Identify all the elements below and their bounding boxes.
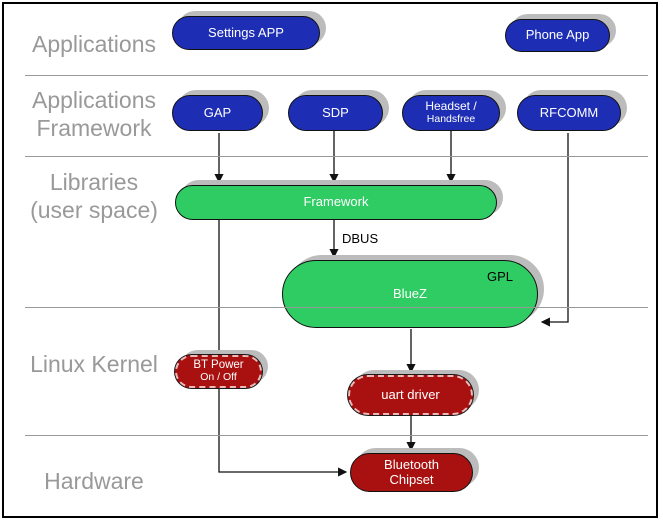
node-uart-driver: uart driver	[348, 375, 473, 415]
node-phone-app: Phone App	[505, 19, 610, 52]
node-framework: Framework	[175, 185, 497, 220]
layer-label-applications: Applications	[31, 31, 157, 57]
layer-label-linux-kernel: Linux Kernel	[30, 351, 158, 377]
node-bt-power: BT Power On / Off	[175, 355, 262, 388]
gpl-badge: GPL	[486, 269, 513, 284]
layer-label-hardware: Hardware	[44, 468, 144, 494]
edge-rfcomm-bluez	[540, 133, 569, 327]
layer-label-applications-framework: Applications Framework	[31, 87, 157, 141]
edge-framework-chipset	[218, 220, 348, 477]
layer-label-libraries-user-space: Libraries (user space)	[30, 169, 158, 223]
node-sdp: SDP	[288, 95, 383, 131]
node-gap: GAP	[172, 95, 263, 131]
node-rfcomm: RFCOMM	[517, 95, 621, 131]
node-bluetooth-chipset: Bluetooth Chipset	[350, 453, 473, 492]
node-bluez: BlueZ GPL	[282, 260, 538, 328]
edge-label-dbus: DBUS	[342, 231, 379, 246]
node-settings-app: Settings APP	[172, 16, 320, 50]
diagram-border	[2, 2, 658, 518]
node-headset-handsfree: Headset / Handsfree	[402, 95, 500, 131]
